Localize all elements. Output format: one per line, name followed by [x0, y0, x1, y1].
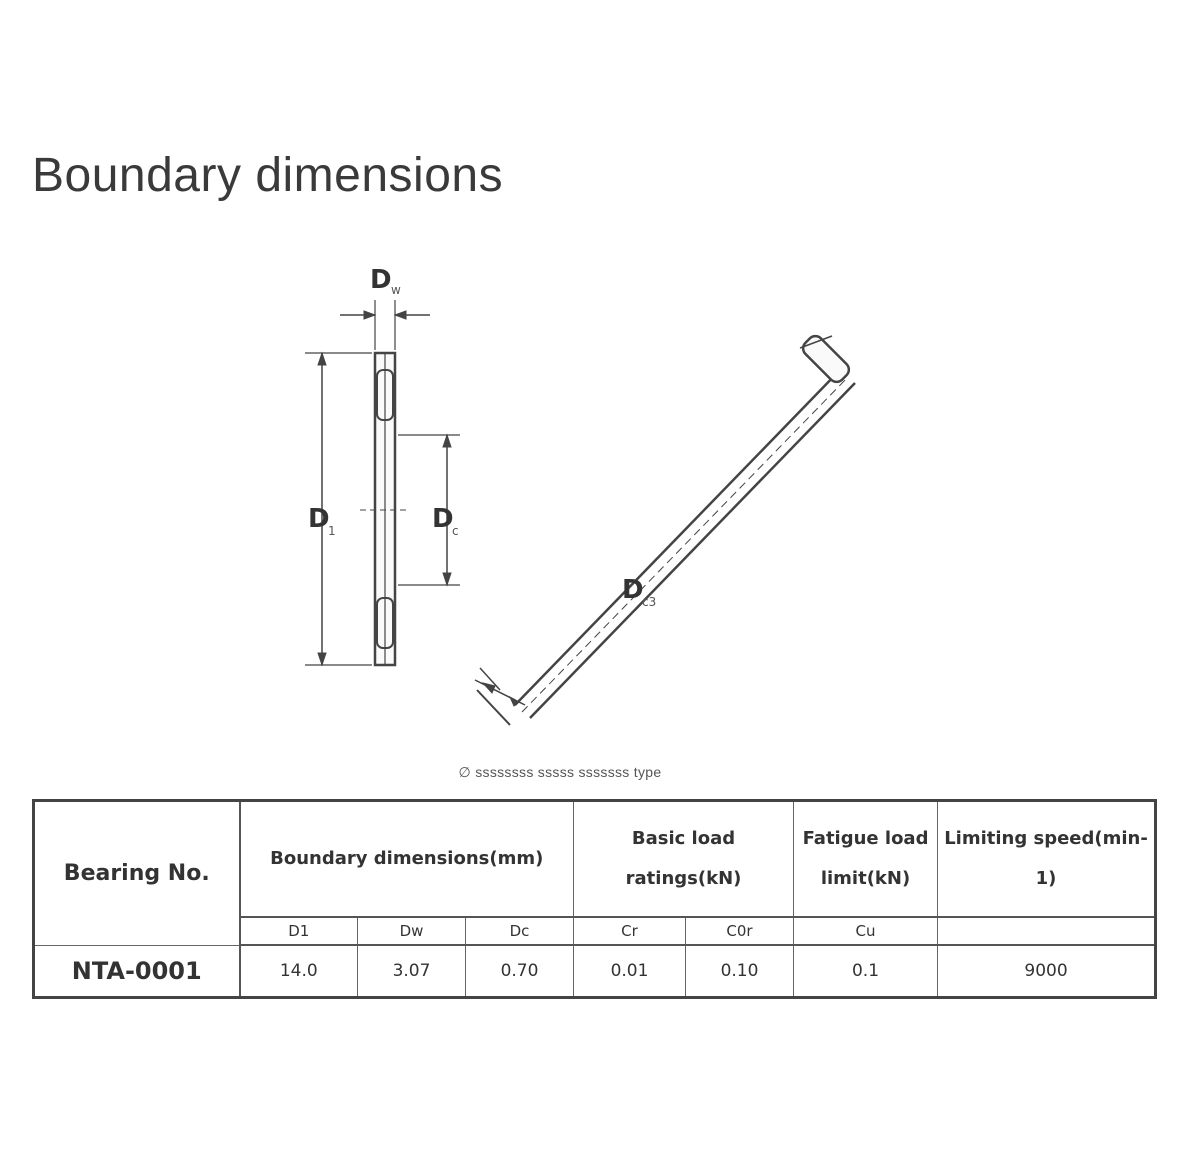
- cell-cu: 0.1: [793, 944, 939, 998]
- table-subheader-row: D1 Dw Dc Cr C0r Cu: [34, 916, 1157, 946]
- bearing-no-cell: NTA-0001: [33, 944, 241, 998]
- label-dw-sub: w: [391, 283, 401, 297]
- subheader-dw: Dw: [357, 916, 466, 946]
- page-title: Boundary dimensions: [32, 149, 504, 202]
- label-d1-sub: 1: [328, 524, 336, 538]
- subheader-dc: Dc: [465, 916, 574, 946]
- subheader-d1: D1: [239, 916, 358, 946]
- cell-speed: 9000: [937, 944, 1157, 998]
- table-row: NTA-0001 14.0 3.07 0.70 0.01 0.10 0.1 90…: [33, 944, 1157, 998]
- cell-c0r: 0.10: [684, 944, 795, 998]
- side-view-drawing: [305, 300, 460, 667]
- cell-dc: 0.70: [465, 944, 574, 998]
- roller-top: [376, 369, 394, 421]
- perspective-view-drawing: [474, 334, 856, 726]
- table-header-row: Bearing No. Boundary dimensions(mm) Basi…: [33, 800, 1157, 946]
- spec-table: Bearing No. Boundary dimensions(mm) Basi…: [32, 799, 1158, 999]
- bearing-no-header: Bearing No.: [33, 800, 241, 946]
- label-dw: D: [370, 265, 392, 295]
- label-d1: D: [308, 504, 330, 534]
- cell-cr: 0.01: [573, 944, 686, 998]
- subheader-cr: Cr: [573, 916, 686, 946]
- load-ratings-header: Basic load ratings(kN): [572, 800, 795, 918]
- subheader-speed: [937, 916, 1157, 946]
- roller-bottom: [376, 597, 394, 649]
- label-dc-sub: c: [452, 524, 459, 538]
- subheader-c0r: C0r: [684, 916, 795, 946]
- bearing-diagram: D w D 1 D c D c3: [305, 265, 856, 726]
- cell-d1: 14.0: [239, 944, 358, 998]
- label-diag: D: [622, 575, 644, 605]
- label-diag-sub: c3: [642, 595, 656, 609]
- fatigue-limit-header: Fatigue load limit(kN): [793, 800, 939, 918]
- label-dc: D: [432, 504, 454, 534]
- figure-caption: ∅ ssssssss sssss sssssss type: [458, 764, 662, 780]
- boundary-dims-header: Boundary dimensions(mm): [239, 800, 574, 918]
- cell-dw: 3.07: [357, 944, 466, 998]
- subheader-cu: Cu: [793, 916, 939, 946]
- bar-end-top: [801, 334, 851, 384]
- limiting-speed-header: Limiting speed(min-1): [937, 800, 1157, 918]
